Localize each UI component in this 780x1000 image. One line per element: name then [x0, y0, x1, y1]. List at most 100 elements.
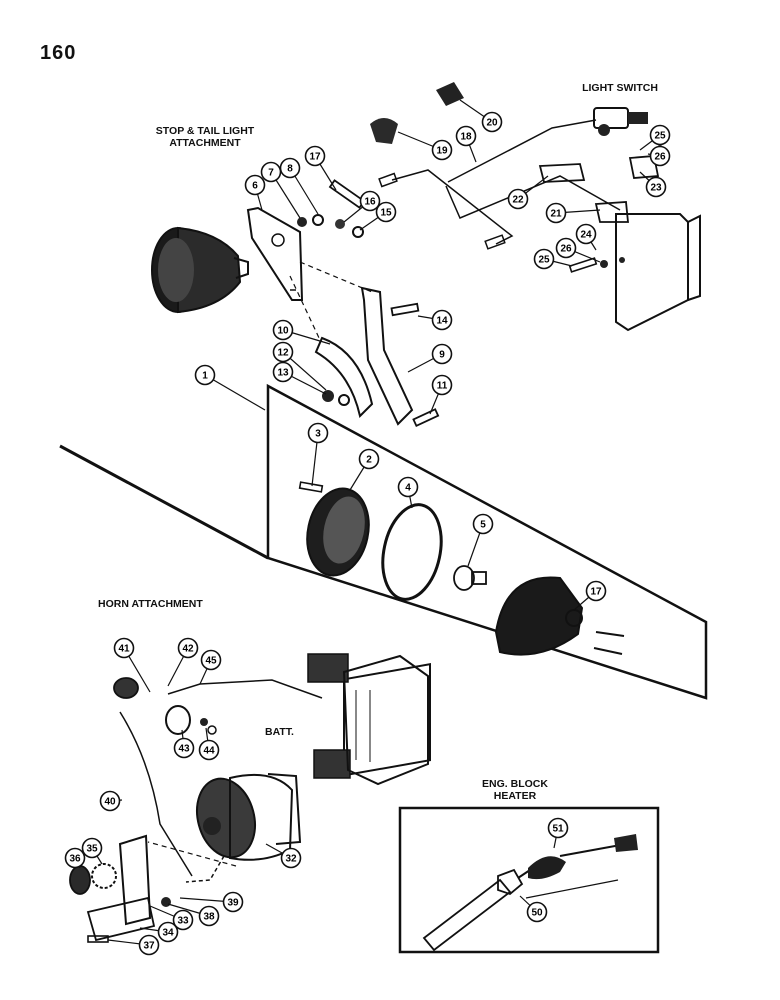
callout-circle: [173, 737, 195, 759]
callout-circle: [481, 111, 503, 133]
horn-wires: [119, 679, 323, 883]
bulb: [453, 565, 487, 591]
callout-circle: [113, 637, 135, 659]
voltage-regulator: [307, 653, 431, 786]
callout-number: 5: [480, 520, 486, 531]
callout-37: 37: [138, 934, 160, 956]
callout-circle: [198, 739, 220, 761]
callout-25: 25: [649, 124, 671, 146]
callout-circle: [526, 901, 548, 923]
callout-12: 12: [272, 341, 294, 363]
callout-40: 40: [99, 790, 121, 812]
lens-gasket: [381, 503, 443, 601]
callout-circle: [272, 319, 294, 341]
callout-1: 1: [194, 364, 216, 386]
callout-circle: [533, 248, 555, 270]
callout-circle: [431, 374, 453, 396]
callout-circle: [645, 176, 667, 198]
callout-circle: [585, 580, 607, 602]
callout-33: 33: [172, 909, 194, 931]
callout-circle: [472, 513, 494, 535]
callout-number: 18: [460, 132, 472, 143]
callout-39: 39: [222, 891, 244, 913]
callout-20: 20: [481, 111, 503, 133]
callout-17: 17: [304, 145, 326, 167]
callout-15: 15: [375, 201, 397, 223]
callout-number: 1: [202, 371, 208, 382]
lamp-lens: [306, 487, 370, 577]
callout-circle: [359, 190, 381, 212]
callout-circle: [138, 934, 160, 956]
callout-number: 42: [182, 644, 194, 655]
callout-8: 8: [279, 157, 301, 179]
callout-circle: [307, 422, 329, 444]
callout-32: 32: [280, 847, 302, 869]
callout-circle: [431, 139, 453, 161]
callout-number: 38: [203, 912, 215, 923]
callout-number: 51: [552, 824, 564, 835]
callout-circle: [649, 145, 671, 167]
light-switch-title: LIGHT SWITCH: [582, 82, 658, 94]
callout-circle: [222, 891, 244, 913]
mounting-bracket: [246, 206, 304, 301]
callout-circle: [64, 847, 86, 869]
callout-circle: [545, 202, 567, 224]
callout-circle: [575, 223, 597, 245]
heater-box: [398, 806, 660, 954]
stop-tail-light-title: STOP & TAIL LIGHT ATTACHMENT: [150, 125, 260, 149]
callout-number: 7: [268, 168, 274, 179]
callout-circle: [375, 201, 397, 223]
callout-circle: [272, 341, 294, 363]
callout-circle: [358, 448, 380, 470]
page-number: 160: [40, 42, 77, 64]
battery-label: BATT.: [265, 726, 294, 738]
callout-35: 35: [81, 837, 103, 859]
callout-number: 39: [227, 898, 239, 909]
callout-34: 34: [157, 921, 179, 943]
callout-42: 42: [177, 637, 199, 659]
callout-circle: [200, 649, 222, 671]
callout-number: 25: [654, 131, 666, 142]
callout-16: 16: [359, 190, 381, 212]
callout-26: 26: [555, 237, 577, 259]
horn-button: [113, 677, 217, 735]
callout-41: 41: [113, 637, 135, 659]
support-strap: [314, 286, 414, 426]
callout-14: 14: [431, 309, 453, 331]
callout-number: 4: [405, 483, 411, 494]
callout-number: 8: [287, 164, 293, 175]
callout-number: 23: [650, 183, 662, 194]
callout-number: 11: [437, 381, 448, 392]
callout-21: 21: [545, 202, 567, 224]
callout-circle: [157, 921, 179, 943]
callout-38: 38: [198, 905, 220, 927]
callout-number: 15: [380, 208, 392, 219]
callout-number: 37: [143, 941, 155, 952]
callout-number: 14: [436, 316, 448, 327]
assembly-dashed-lines: [147, 261, 373, 867]
callout-44: 44: [198, 739, 220, 761]
callout-circle: [649, 124, 671, 146]
callout-7: 7: [260, 161, 282, 183]
callout-number: 22: [512, 195, 524, 206]
callout-number: 6: [252, 181, 258, 192]
lens-screw: [298, 481, 324, 493]
callout-number: 24: [580, 230, 592, 241]
callout-number: 40: [104, 797, 116, 808]
callout-number: 41: [118, 644, 130, 655]
callout-23: 23: [645, 176, 667, 198]
stop-tail-title-line2: ATTACHMENT: [169, 137, 241, 149]
callout-36: 36: [64, 847, 86, 869]
callout-number: 33: [177, 916, 189, 927]
callout-circle: [431, 343, 453, 365]
eng-block-heater-title: ENG. BLOCK HEATER: [470, 778, 560, 802]
callout-number: 50: [531, 908, 543, 919]
callout-number: 16: [364, 197, 376, 208]
callout-number: 26: [560, 244, 572, 255]
callout-circle: [198, 905, 220, 927]
callout-circle: [177, 637, 199, 659]
switch-bracket: [615, 213, 701, 332]
callout-circle: [244, 174, 266, 196]
